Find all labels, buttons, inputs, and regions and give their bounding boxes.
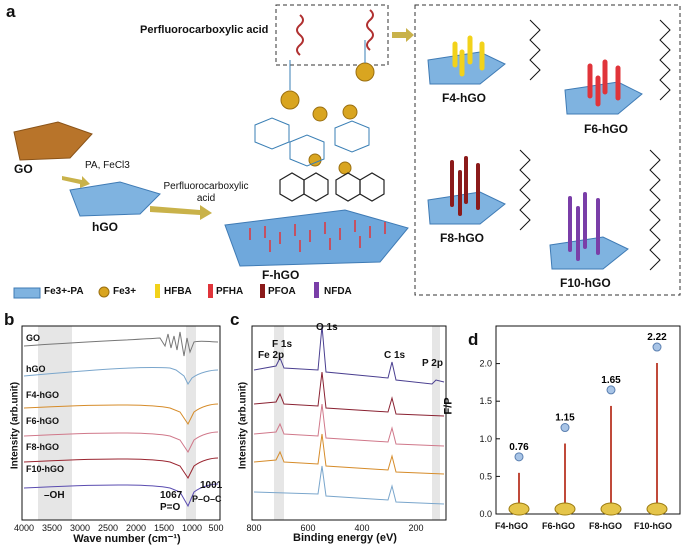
xps-ylabel: Intensity (arb.unit): [237, 381, 249, 470]
fhgo-chains: [249, 220, 386, 252]
xps-xtick-3: 200: [408, 523, 423, 533]
fhgo-label: F-hGO: [262, 268, 300, 282]
panel-c-label: c: [230, 310, 240, 329]
fp-cat-2: F8-hGO: [589, 521, 622, 531]
step2-line2: acid: [196, 193, 216, 204]
ftir-xtick-6: 1000: [182, 523, 202, 533]
step2-line1: Perfluorocarboxylic: [163, 181, 249, 192]
fp-value-label: 0.76: [509, 442, 529, 453]
fp-cat-3: F10-hGO: [634, 521, 673, 531]
legend-fe-pa: Fe3+-PA: [44, 286, 84, 297]
product-label-f4: F4-hGO: [442, 91, 486, 105]
panel-b-label: b: [4, 310, 15, 329]
fp-ytick: 0.0: [479, 509, 492, 519]
xps-xtick-2: 400: [354, 523, 369, 533]
ftir-poc-label: P–O–C: [192, 494, 222, 504]
ftir-xtick-5: 1500: [154, 523, 174, 533]
product-f4: [427, 35, 506, 85]
legend-fe: Fe3+: [113, 286, 137, 297]
hgo-label: hGO: [92, 220, 118, 234]
step2-label: Perfluorocarboxylic acid: [156, 181, 256, 205]
fhgo-sheet: [224, 209, 409, 267]
product-f8: [427, 156, 506, 225]
fp-ylabel: F/P: [442, 397, 455, 415]
product-label-f8: F8-hGO: [440, 231, 484, 245]
ftir-xtick-4: 2000: [126, 523, 146, 533]
panel-c-xps: 800 600 400 200: [246, 325, 447, 533]
xps-xtick-1: 600: [300, 523, 315, 533]
ftir-xtick-2: 3000: [70, 523, 90, 533]
fp-point: [560, 423, 570, 433]
go-label: GO: [14, 162, 33, 176]
legend-hfba: HFBA: [164, 286, 192, 297]
ftir-poc-num: 1001: [200, 480, 223, 491]
fp-value-label: 1.65: [601, 375, 621, 386]
fp-point: [514, 452, 524, 462]
go-sheet: [13, 121, 93, 161]
panel-a-scheme: [13, 4, 681, 299]
ftir-ylabel: Intensity (arb.unit): [9, 381, 21, 470]
fp-ytick: 2.0: [479, 359, 492, 369]
fp-ytick: 0.5: [479, 471, 492, 481]
xps-peak-fe: Fe 2p: [258, 350, 285, 361]
xps-xticks: 800 600 400 200: [246, 523, 423, 533]
ftir-xtick-3: 2500: [98, 523, 118, 533]
xps-xtick-0: 800: [246, 523, 261, 533]
xps-xlabel: Binding energy (eV): [293, 532, 397, 544]
ftir-xtick-7: 500: [208, 523, 223, 533]
fp-fe-anchor: [508, 502, 530, 516]
scheme-legend: [13, 282, 319, 299]
fp-fe-anchor: [554, 502, 576, 516]
ftir-series-hgo: hGO: [26, 364, 46, 374]
pfca-box: [275, 4, 389, 66]
fp-ytick: 1.0: [479, 434, 492, 444]
panel-d-label: d: [468, 330, 479, 349]
graphene-rings: [279, 172, 385, 202]
ftir-po-num: 1067: [160, 490, 183, 501]
fp-cat-1: F6-hGO: [542, 521, 575, 531]
formula-zigzags: [519, 19, 671, 271]
fp-value-label: 1.15: [555, 413, 575, 424]
step1-label: PA, FeCl3: [85, 160, 130, 171]
xps-peak-o: O 1s: [316, 322, 338, 333]
product-label-f6: F6-hGO: [584, 122, 628, 136]
hgo-sheet: [69, 181, 161, 217]
xps-peak-f: F 1s: [272, 339, 293, 350]
product-f6: [564, 59, 643, 115]
fp-value-label: 2.22: [647, 332, 667, 343]
phytic-acid-cluster: [254, 40, 375, 175]
ftir-xticks: 4000 3500 3000 2500 2000 1500 1000 500: [14, 523, 224, 533]
xps-peak-c: C 1s: [384, 350, 406, 361]
legend-pfha: PFHA: [216, 286, 244, 297]
product-label-f10: F10-hGO: [560, 276, 611, 290]
ftir-series-go: GO: [26, 333, 41, 343]
fp-cat-0: F4-hGO: [495, 521, 528, 531]
ftir-xtick-1: 3500: [42, 523, 62, 533]
legend-nfda: NFDA: [324, 286, 352, 297]
ftir-xtick-0: 4000: [14, 523, 34, 533]
ftir-series-f8: F8-hGO: [26, 442, 59, 452]
legend-pfoa: PFOA: [268, 286, 296, 297]
arrow-to-products: [392, 28, 414, 42]
fp-point: [652, 342, 662, 352]
ftir-series-f4: F4-hGO: [26, 390, 59, 400]
panel-b-ftir: 4000 3500 3000 2500 2000 1500 1000 500: [14, 325, 224, 533]
panel-a-label: a: [6, 2, 16, 21]
ftir-po-label: P=O: [160, 502, 181, 513]
fp-fe-anchor: [600, 502, 622, 516]
ftir-series-f6: F6-hGO: [26, 416, 59, 426]
products-box: [414, 4, 681, 296]
panel-d-fp-chart: 0.0 0.5 1.0 1.5 2.0 0.76 1.15 1.65 2.22: [479, 325, 681, 519]
fp-point: [606, 385, 616, 395]
xps-peak-p: P 2p: [422, 358, 443, 369]
fp-fe-anchor: [646, 502, 668, 516]
ftir-oh-label: –OH: [44, 490, 65, 501]
product-f10: [549, 192, 629, 270]
ftir-series-f10: F10-hGO: [26, 464, 65, 474]
fp-ytick: 1.5: [479, 396, 492, 406]
ftir-xlabel: Wave number (cm⁻¹): [73, 533, 181, 545]
pfca-label: Perfluorocarboxylic acid: [140, 24, 269, 36]
